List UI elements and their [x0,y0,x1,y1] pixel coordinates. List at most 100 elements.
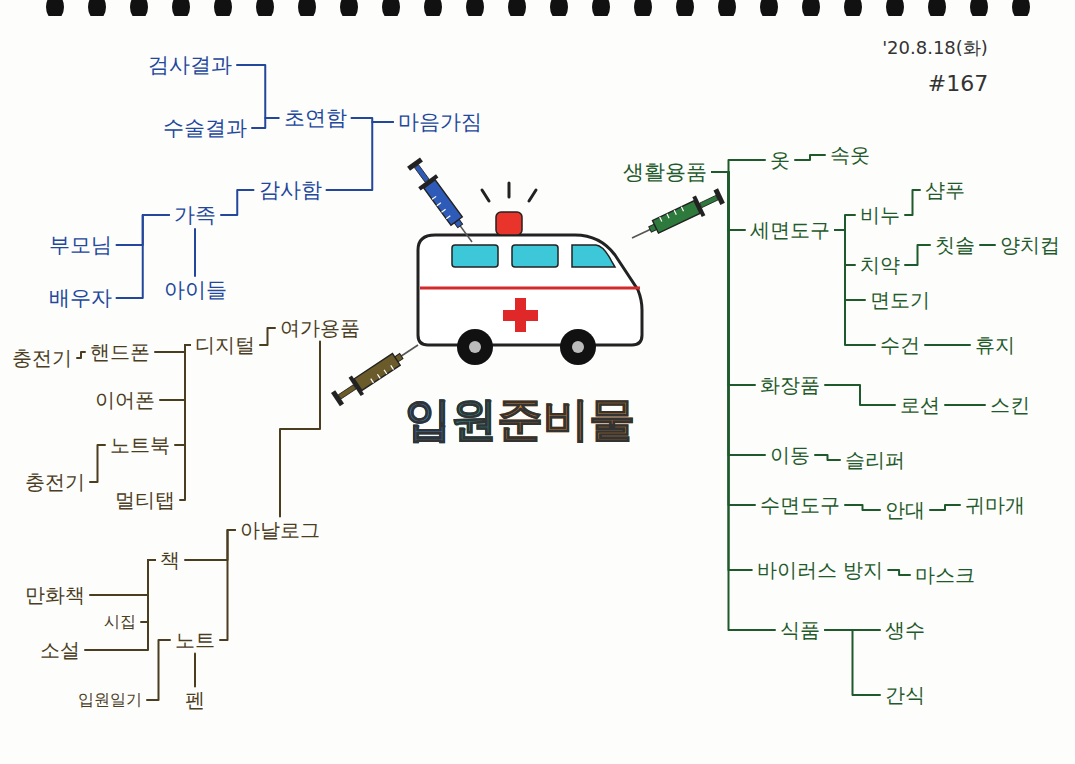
branch-line [825,630,880,695]
node-text: 로션 [900,394,940,417]
node-text: 수술결과 [163,116,247,140]
mindmap-word: 핸드폰 [85,339,155,366]
wheel [457,329,493,365]
mindmap-word: 생활용품 [618,158,712,186]
node-text: 부모님 [49,233,112,257]
branch-line [712,172,752,570]
branch-line [194,654,196,687]
mindmap-word: 로션 [895,392,945,419]
mindmap-word: 마스크 [910,562,980,589]
node-text: 충전기 [12,347,72,370]
mindmap-word: 펜 [180,687,210,714]
siren-light [496,212,522,235]
central-title: 입원준비물 [405,392,635,447]
node-text: 검사결과 [148,53,232,77]
branch-line [825,385,895,405]
node-text: 소설 [40,639,80,662]
branch-line [260,328,275,345]
branch-line [180,345,190,500]
mindmap-word: 디지털 [190,332,260,359]
mindmap-word: 칫솔 [930,232,980,259]
node-text: 마음가짐 [398,110,482,134]
node-text: 배우자 [49,286,112,310]
branch-line [141,560,155,622]
mindmap-word: 옷 [765,147,795,174]
branch-line [712,160,765,172]
mindmap-word: 화장품 [755,372,825,399]
node-text: 양치컵 [1000,234,1060,257]
node-text: 가족 [174,203,216,227]
mindmap-word: 속옷 [825,142,875,169]
node-text: 옷 [770,149,790,172]
mindmap-word: 충전기 [20,469,90,496]
mindmap-word: 비누 [855,202,905,229]
wheel-hub [469,341,481,353]
syringe-icon [627,186,726,248]
branch-line [945,404,985,406]
node-text: 스킨 [990,394,1030,417]
branch-line [815,455,840,460]
mindmap-word: 노트북 [105,432,175,459]
branch-line [925,344,970,346]
branch-line [221,190,254,215]
branch-line [712,172,765,455]
mindmap-word: 아날로그 [235,517,325,544]
branch-line [835,230,875,345]
node-text: 바이러스 방지 [757,559,883,582]
mindmap-word: 수술결과 [158,114,252,142]
mindmap-word: 간식 [880,682,930,709]
wheel-hub [572,341,584,353]
mindmap-word: 바이러스 방지 [752,557,888,584]
node-text: 노트 [175,629,215,652]
mindmap-word: 수면도구 [755,492,845,519]
node-text: 생활용품 [623,160,707,184]
mindmap-word: 휴지 [970,332,1020,359]
branch-line [147,640,170,700]
node-text: 비누 [860,204,900,227]
mindmap-word: 노트 [170,627,220,654]
node-text: 아날로그 [240,519,320,542]
mindmap-word: 샴푸 [920,177,970,204]
branch-line [905,190,920,215]
mindmap-word: 여가용품 [275,315,365,342]
node-text: 수건 [880,334,920,357]
branch-line [194,229,196,276]
node-text: 펜 [185,689,205,712]
branch-line [175,345,190,445]
node-text: 슬리퍼 [845,449,905,472]
ambulance-window [452,245,498,267]
siren-ray [529,190,536,201]
mindmap-word: 마음가짐 [393,108,487,136]
spiral-binding [30,0,1050,16]
branch-line [252,118,279,128]
node-text: 이어폰 [95,389,155,412]
mindmap-word: 세면도구 [745,217,835,244]
mindmap-word: 입원일기 [73,689,147,711]
mindmap-word: 소설 [35,637,85,664]
branch-line [712,172,755,385]
siren-ray [482,190,489,201]
mindmap-word: 수건 [875,332,925,359]
node-text: 핸드폰 [90,341,150,364]
red-cross [503,310,538,321]
node-text: 면도기 [870,289,930,312]
mindmap-word: 아이들 [159,276,232,304]
mindmap-word: 배우자 [44,284,117,312]
branch-line [77,352,85,358]
mindmap-word: 안대 [880,497,930,524]
branch-line [980,244,995,246]
node-text: 여가용품 [280,317,360,340]
branch-line [845,505,880,510]
node-text: 디지털 [195,334,255,357]
branch-line [905,245,930,265]
branch-line [90,445,105,482]
branch-line [237,65,279,118]
node-text: 속옷 [830,144,870,167]
ambulance-stripe [420,287,640,290]
node-text: 칫솔 [935,234,975,257]
siren-ray [508,183,511,197]
node-text: 샴푸 [925,179,965,202]
mindmap-word: 귀마개 [960,492,1030,519]
